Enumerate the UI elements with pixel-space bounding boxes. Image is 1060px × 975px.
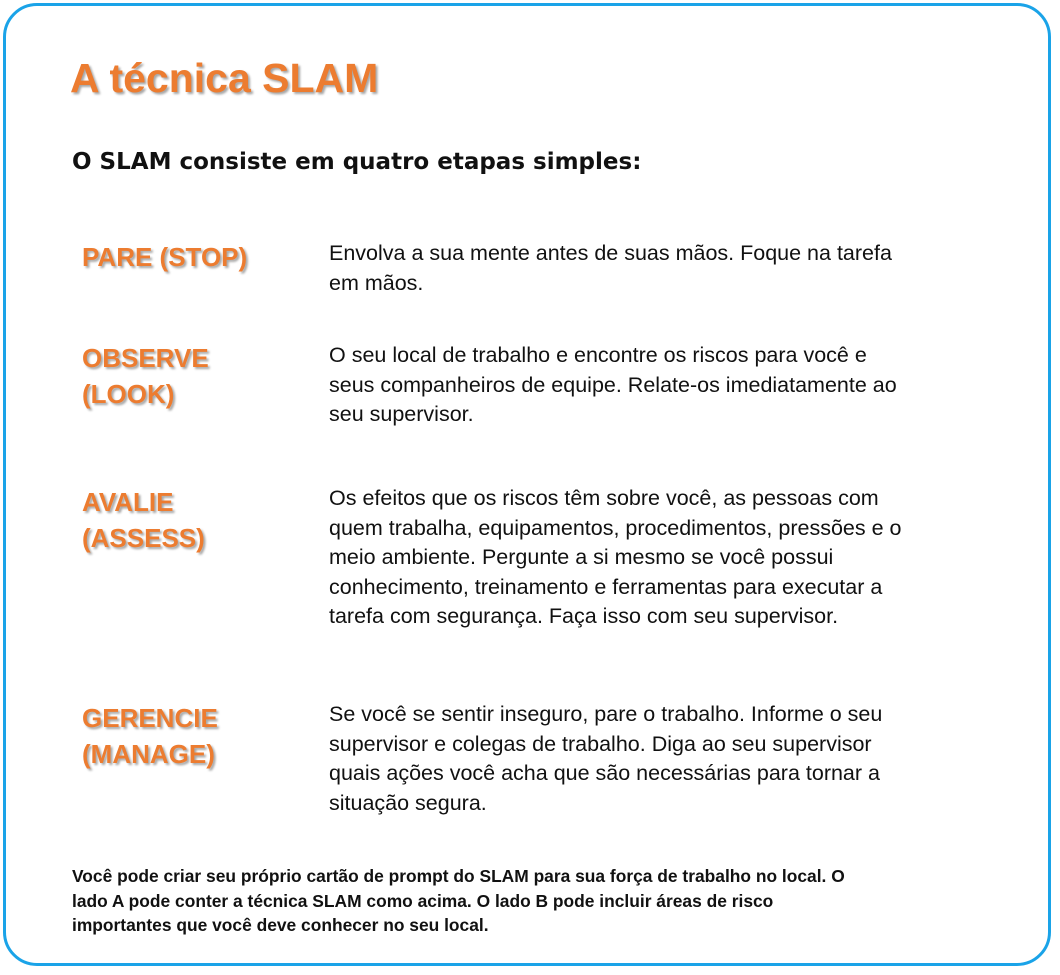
page-title: A técnica SLAM xyxy=(70,55,379,101)
slam-card: A técnica SLAM O SLAM consiste em quatro… xyxy=(3,3,1051,966)
step-label-line: OBSERVE xyxy=(82,343,209,373)
step-text-line: Envolva a sua mente antes de suas mãos. … xyxy=(329,241,892,265)
step-label-pare: PARE (STOP) xyxy=(82,239,307,275)
step-text-line: em mãos. xyxy=(329,270,424,295)
step-label-line: (ASSESS) xyxy=(82,523,205,553)
step-text-gerencie: Se você se sentir inseguro, pare o traba… xyxy=(329,700,1009,818)
step-label-line: GERENCIE xyxy=(82,703,218,733)
step-label-avalie: AVALIE (ASSESS) xyxy=(82,484,307,556)
step-text-line: quem trabalha, equipamentos, procediment… xyxy=(329,515,902,540)
step-text-line: situação segura. xyxy=(329,790,487,815)
step-label-line: (MANAGE) xyxy=(82,739,215,769)
step-text-line: supervisor e colegas de trabalho. Diga a… xyxy=(329,731,872,756)
step-text-pare: Envolva a sua mente antes de suas mãos. … xyxy=(329,239,1009,298)
step-text-line: seu supervisor. xyxy=(329,402,474,427)
step-text-avalie: Os efeitos que os riscos têm sobre você,… xyxy=(329,484,1009,632)
step-label-gerencie: GERENCIE (MANAGE) xyxy=(82,700,307,772)
step-text-line: conhecimento, treinamento e ferramentas … xyxy=(329,574,883,599)
footer-line: lado A pode conter a técnica SLAM como a… xyxy=(72,890,774,911)
step-text-line: meio ambiente. Pergunte a si mesmo se vo… xyxy=(329,545,834,570)
step-text-line: quais ações você acha que são necessária… xyxy=(329,761,880,786)
step-text-line: seus companheiros de equipe. Relate-os i… xyxy=(329,372,897,397)
step-text-line: Os efeitos que os riscos têm sobre você,… xyxy=(329,486,879,510)
step-label-line: (LOOK) xyxy=(82,379,175,409)
step-label-line: AVALIE xyxy=(82,487,174,517)
step-label-line: PARE (STOP) xyxy=(82,242,248,272)
page-subtitle: O SLAM consiste em quatro etapas simples… xyxy=(72,149,642,175)
step-text-line: Se você se sentir inseguro, pare o traba… xyxy=(329,702,883,726)
step-text-observe: O seu local de trabalho e encontre os ri… xyxy=(329,341,1009,430)
footer-line: Você pode criar seu próprio cartão de pr… xyxy=(72,866,845,886)
footer-line: importantes que você deve conhecer no se… xyxy=(72,915,489,935)
step-label-observe: OBSERVE (LOOK) xyxy=(82,340,307,412)
step-text-line: tarefa com segurança. Faça isso com seu … xyxy=(329,604,839,629)
footer-note: Você pode criar seu próprio cartão de pr… xyxy=(72,864,1017,938)
step-text-line: O seu local de trabalho e encontre os ri… xyxy=(329,343,867,367)
